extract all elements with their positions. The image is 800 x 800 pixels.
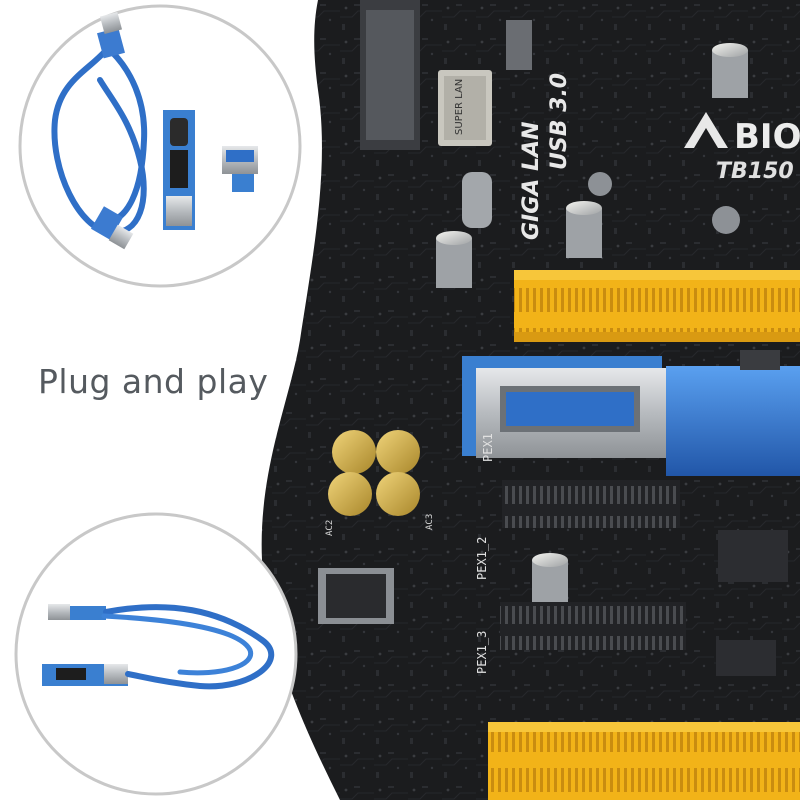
brand-logo: BIO TB150 (684, 112, 800, 184)
qfp-chip (318, 568, 394, 624)
riser-board-vertical (163, 110, 195, 230)
pcie-x16-slot (514, 270, 800, 342)
slot-label: PEX1_3 (475, 631, 489, 674)
chip-label: SUPER LAN (454, 79, 465, 135)
riser-kit-assembled (42, 604, 275, 690)
pcie-x1-slot (502, 480, 680, 528)
screw (712, 206, 740, 234)
board-print-gigalan: GIGA LAN (519, 122, 544, 240)
caption-text: Plug and play (38, 362, 269, 401)
pcie-x16-slot-bottom (488, 722, 800, 800)
pcie-x1-adapter (222, 146, 258, 192)
capacitor (712, 43, 748, 98)
cap-label: AC3 (425, 514, 435, 530)
model-name: TB150 (716, 159, 794, 184)
capacitor (566, 201, 602, 258)
screw (588, 172, 612, 196)
slot-label: PEX1_2 (475, 537, 489, 580)
slot-label: PEX1 (481, 433, 495, 462)
pcie-x1-slot (500, 602, 686, 650)
board-print-usb3: USB 3.0 (547, 73, 572, 170)
riser-card-installed (462, 356, 800, 476)
usb-plug-top (97, 11, 125, 59)
crystal (462, 172, 492, 228)
capacitor (532, 553, 568, 604)
cap-label: AC2 (325, 520, 335, 536)
product-inset-top (18, 4, 302, 288)
inductor (506, 20, 532, 70)
gold-capacitors (328, 430, 420, 516)
usb-plug-bottom (90, 206, 134, 250)
product-inset-bottom (14, 512, 298, 796)
brand-name: BIO (734, 117, 800, 157)
capacitor (436, 231, 472, 288)
